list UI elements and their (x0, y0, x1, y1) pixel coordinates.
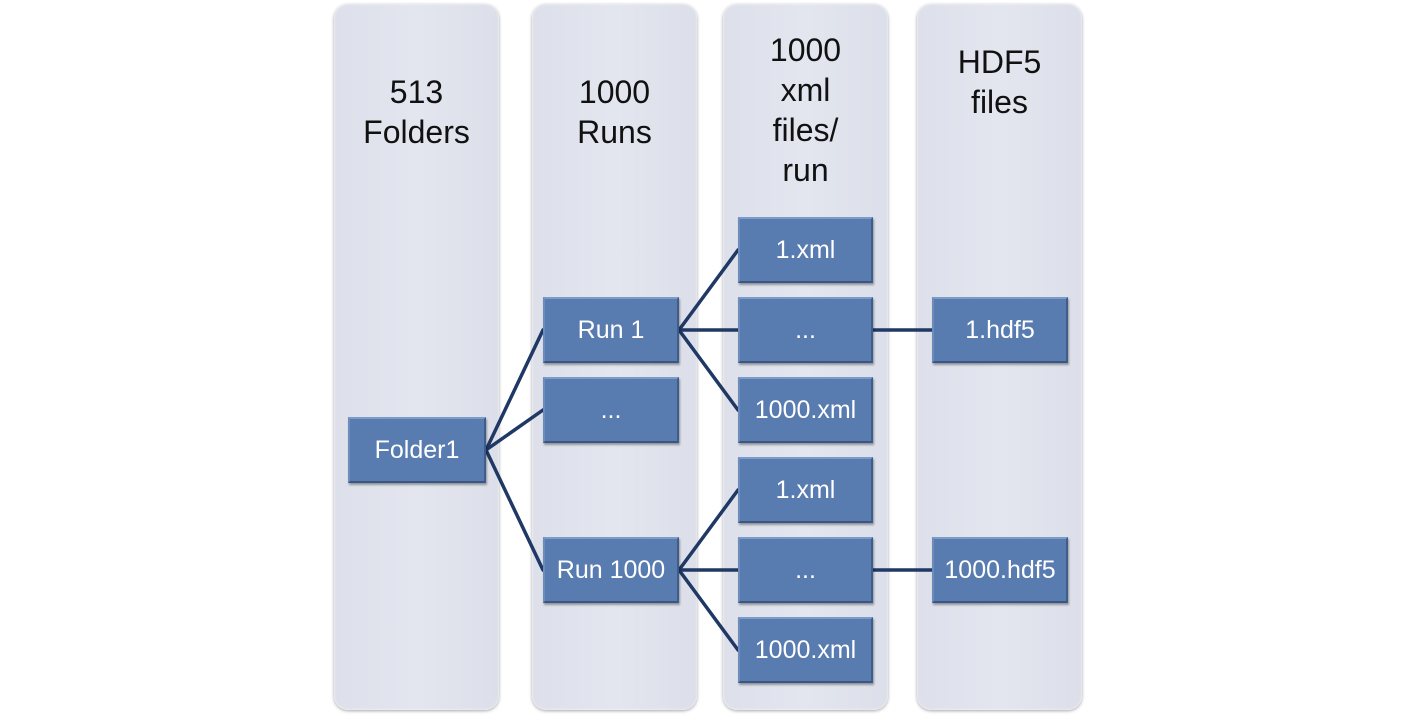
node-xml-a-1000: 1000.xml (738, 377, 873, 443)
column-title-hdf5-files: HDF5 files (957, 44, 1042, 120)
node-folder1: Folder1 (348, 417, 486, 483)
column-title-xml-files: 1000 xml files/ run (769, 32, 842, 188)
node-hdf5-1000: 1000.hdf5 (932, 537, 1068, 603)
column-title-folders: 513 Folders (363, 74, 470, 150)
node-run1000: Run 1000 (543, 537, 679, 603)
column-title-runs: 1000 Runs (577, 74, 652, 150)
node-hdf5-1: 1.hdf5 (932, 297, 1068, 363)
node-xml-a-1: 1.xml (738, 217, 873, 283)
column-folders: 513 Folders (334, 4, 499, 710)
node-xml-b-1000: 1000.xml (738, 617, 873, 683)
node-xml-b-ellipsis: ... (738, 537, 873, 603)
node-xml-a-ellipsis: ... (738, 297, 873, 363)
node-run1: Run 1 (543, 297, 679, 363)
node-run-ellipsis: ... (543, 377, 679, 443)
node-xml-b-1: 1.xml (738, 457, 873, 523)
